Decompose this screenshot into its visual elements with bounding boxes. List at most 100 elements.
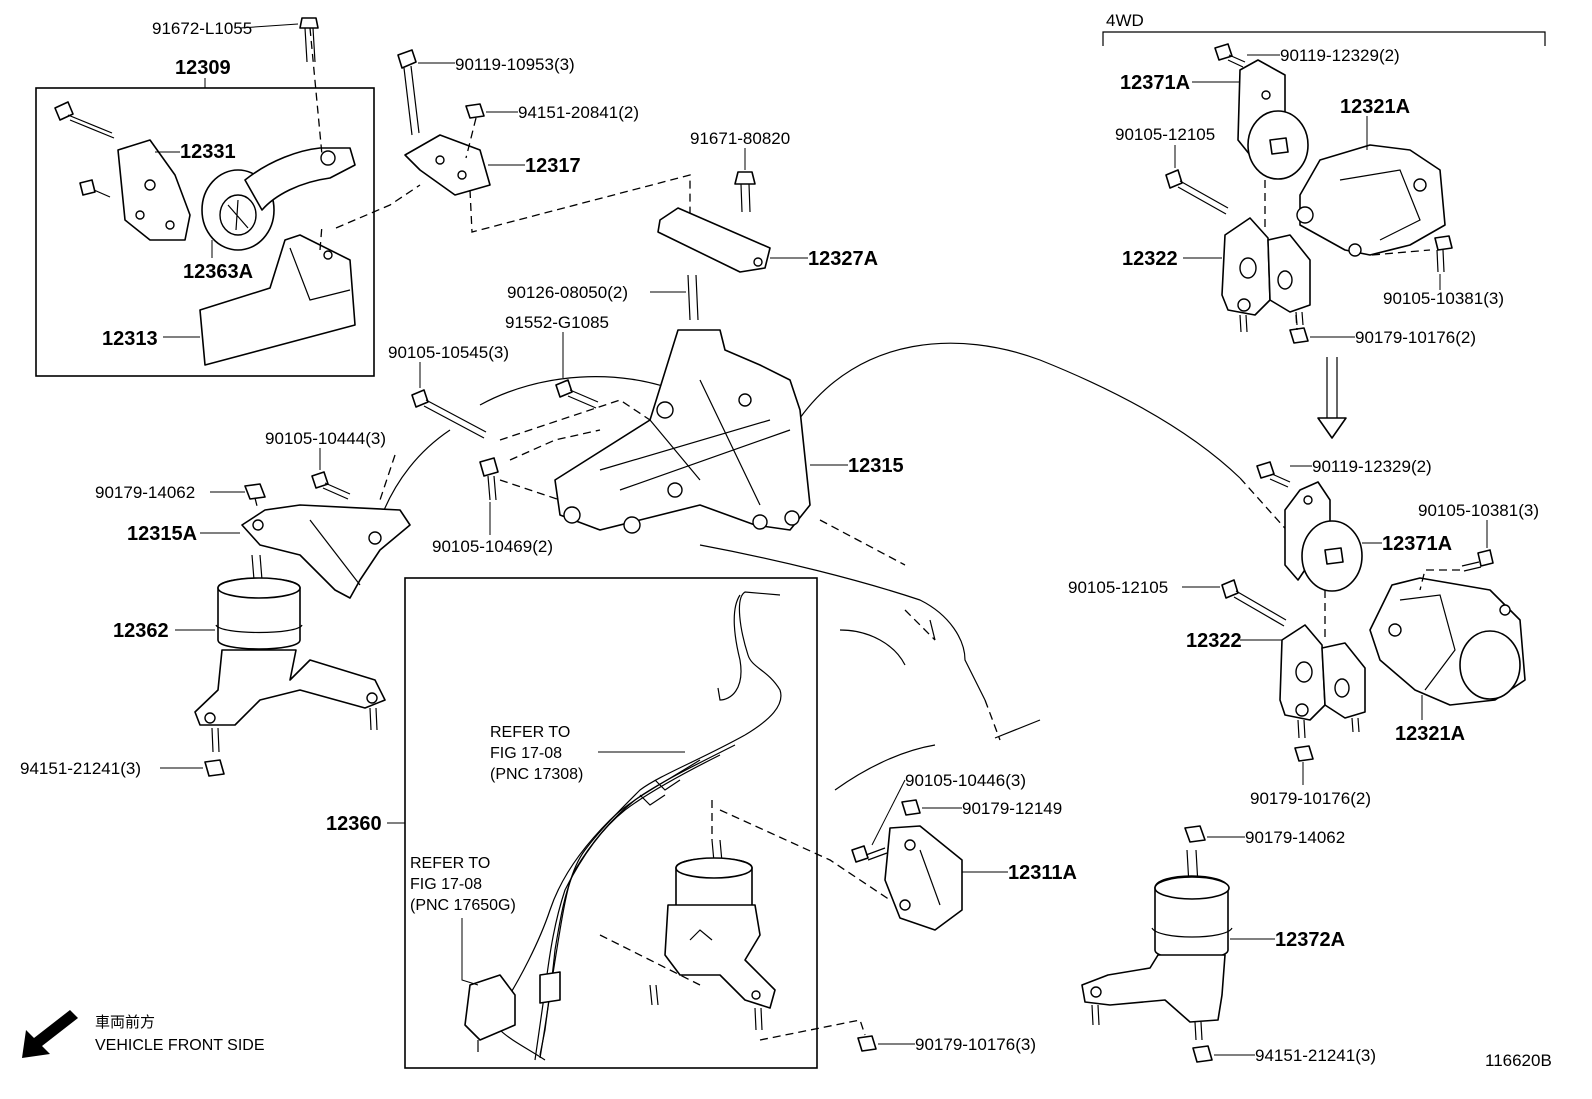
note-refer-17308-line3: (PNC 17308) bbox=[490, 766, 583, 783]
label-90179-12149: 90179-12149 bbox=[962, 799, 1062, 818]
orientation-japanese: 車両前方 bbox=[95, 1013, 155, 1031]
vsv-valve bbox=[464, 974, 516, 1052]
mount-inner bbox=[649, 839, 776, 1031]
engine-outline bbox=[379, 342, 1301, 791]
bolt-90105-10444 bbox=[311, 471, 351, 500]
label-94151-20841: 94151-20841(2) bbox=[518, 103, 639, 122]
label-12311a: 12311A bbox=[1008, 862, 1077, 884]
bolt-12331-top bbox=[54, 101, 115, 139]
bolt-90105-10381-mid bbox=[1461, 549, 1494, 572]
group-4wd: 4WD 90119-12329(2) 12371A 90105-12105 bbox=[1102, 11, 1546, 347]
label-12322-mid: 12322 bbox=[1186, 630, 1242, 652]
label-90179-10176-top: 90179-10176(2) bbox=[1355, 328, 1476, 347]
label-90126-08050: 90126-08050(2) bbox=[507, 283, 628, 302]
stud-90126-08050 bbox=[687, 274, 699, 321]
figure-id: 116620B bbox=[1485, 1051, 1552, 1070]
label-12371a-mid: 12371A bbox=[1382, 533, 1452, 555]
bolt-90105-12105-mid bbox=[1221, 579, 1287, 627]
bolt-90119-10953 bbox=[397, 49, 420, 136]
bolt-90105-10381-top bbox=[1434, 235, 1453, 273]
label-90179-14062-right: 90179-14062 bbox=[1245, 828, 1345, 847]
bracket-12327a bbox=[657, 207, 771, 273]
label-90105-10381-mid: 90105-10381(3) bbox=[1418, 501, 1539, 520]
bolt-90105-10446 bbox=[851, 845, 888, 863]
bolt-91671-80820 bbox=[734, 171, 756, 213]
bolt-90119-12329-top bbox=[1214, 43, 1246, 68]
label-90179-10176-bottom: 90179-10176(3) bbox=[915, 1035, 1036, 1054]
label-90105-10381-top: 90105-10381(3) bbox=[1383, 289, 1504, 308]
mount-12362 bbox=[194, 554, 386, 753]
bracket-12315a bbox=[241, 504, 411, 599]
label-12321a-top: 12321A bbox=[1340, 96, 1410, 118]
arrow-down-left-icon bbox=[22, 1010, 78, 1058]
label-12363a: 12363A bbox=[183, 261, 253, 283]
label-12313: 12313 bbox=[102, 328, 158, 350]
bracket-12322-top bbox=[1221, 217, 1311, 333]
bracket-12331 bbox=[117, 139, 191, 241]
label-12360: 12360 bbox=[326, 813, 382, 835]
label-90119-12329-mid: 90119-12329(2) bbox=[1312, 457, 1432, 476]
bracket-12322-mid bbox=[1279, 624, 1366, 739]
bracket-12317 bbox=[404, 134, 491, 196]
torque-rod bbox=[244, 147, 356, 211]
mount-12372a bbox=[1081, 825, 1233, 1041]
label-91552-g1085: 91552-G1085 bbox=[505, 313, 609, 332]
group-right-middle: 90119-12329(2) 90105-10381(3) 12371A 901… bbox=[1068, 457, 1539, 808]
label-90105-10444: 90105-10444(3) bbox=[265, 429, 386, 448]
bracket-12321a-top bbox=[1296, 144, 1446, 257]
nut-90179-14062-left bbox=[244, 483, 266, 500]
label-12327a: 12327A bbox=[808, 248, 878, 270]
bracket-12315 bbox=[554, 329, 811, 534]
bolt-12331-side bbox=[79, 179, 111, 198]
bolt-90119-12329-mid bbox=[1256, 461, 1291, 488]
bolt-90105-12105-top bbox=[1165, 169, 1229, 215]
nut-94151-20841 bbox=[465, 103, 485, 119]
label-12372a: 12372A bbox=[1275, 929, 1345, 951]
nut-94151-21241-right bbox=[1192, 1045, 1213, 1063]
nut-94151-21241-left bbox=[204, 759, 225, 777]
label-90105-10446: 90105-10446(3) bbox=[905, 771, 1026, 790]
bolt-91552-g1085 bbox=[555, 379, 599, 409]
label-94151-21241-right: 94151-21241(3) bbox=[1255, 1046, 1376, 1065]
label-12322-top: 12322 bbox=[1122, 248, 1178, 270]
arrow-down-icon bbox=[1317, 357, 1347, 439]
note-refer-17650g-line3: (PNC 17650G) bbox=[410, 897, 516, 914]
note-refer-17650g: REFER TO FIG 17-08 (PNC 17650G) bbox=[410, 855, 516, 986]
label-12321a-mid: 12321A bbox=[1395, 723, 1465, 745]
label-90105-10545: 90105-10545(3) bbox=[388, 343, 509, 362]
label-12315a: 12315A bbox=[127, 523, 197, 545]
note-refer-17308-line1: REFER TO bbox=[490, 724, 570, 741]
bracket-12311a bbox=[884, 825, 963, 931]
group-12360: 12360 bbox=[326, 577, 891, 1069]
orientation-english: VEHICLE FRONT SIDE bbox=[95, 1037, 265, 1054]
label-12362: 12362 bbox=[113, 620, 169, 642]
label-90105-10469: 90105-10469(2) bbox=[432, 537, 553, 556]
label-90119-12329-top: 90119-12329(2) bbox=[1280, 46, 1400, 65]
bracket-12313 bbox=[199, 234, 356, 366]
label-90179-10176-mid: 90179-10176(2) bbox=[1250, 789, 1371, 808]
nut-90179-14062-right bbox=[1184, 825, 1206, 843]
bolt-91672-l1055: 91672-L1055 bbox=[152, 17, 319, 63]
label-12309: 12309 bbox=[175, 57, 231, 79]
label-90105-12105-top: 90105-12105 bbox=[1115, 125, 1215, 144]
label-90105-12105-mid: 90105-12105 bbox=[1068, 578, 1168, 597]
note-refer-17308-line2: FIG 17-08 bbox=[490, 745, 562, 762]
label-4wd: 4WD bbox=[1106, 11, 1144, 30]
note-refer-17308: REFER TO FIG 17-08 (PNC 17308) bbox=[490, 724, 685, 783]
nut-90179-10176-mid bbox=[1294, 745, 1314, 762]
label-94151-21241-left: 94151-21241(3) bbox=[20, 759, 141, 778]
orientation-indicator: 車両前方 VEHICLE FRONT SIDE bbox=[22, 1010, 265, 1058]
label-90119-10953: 90119-10953(3) bbox=[455, 55, 575, 74]
bracket-12371a-top bbox=[1237, 59, 1309, 180]
note-refer-17650g-line1: REFER TO bbox=[410, 855, 490, 872]
label-12371a-top: 12371A bbox=[1120, 72, 1190, 94]
label-12317: 12317 bbox=[525, 155, 581, 177]
group-12309: 12309 bbox=[35, 27, 375, 377]
label-91671-80820: 91671-80820 bbox=[690, 129, 790, 148]
nut-90179-12149 bbox=[901, 799, 921, 816]
bracket-12321a-mid bbox=[1369, 577, 1526, 706]
label-91672-l1055: 91672-L1055 bbox=[152, 19, 252, 38]
label-12315: 12315 bbox=[848, 455, 904, 477]
nut-90179-10176-bottom bbox=[857, 1035, 877, 1052]
